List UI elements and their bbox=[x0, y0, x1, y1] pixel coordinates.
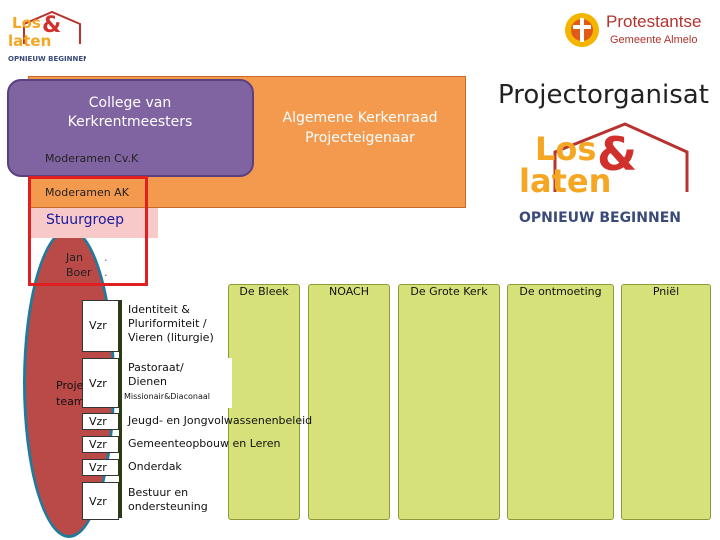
jan-dots-decoration: .. bbox=[104, 251, 108, 279]
college-label: College van Kerkrentmeesters bbox=[67, 95, 193, 130]
logo-big-line2: laten bbox=[519, 162, 611, 200]
vzr-box: Vzr bbox=[82, 436, 119, 453]
vzr-box: Vzr bbox=[82, 300, 119, 352]
project-team-line2: team bbox=[56, 395, 85, 408]
page-title: Projectorganisat bbox=[498, 80, 709, 110]
column-header: De Bleek bbox=[239, 285, 289, 298]
los-laten-logo-large: Los & laten OPNIEUW BEGINNEN bbox=[505, 112, 720, 230]
moderamen-ak-label: Moderamen AK bbox=[45, 186, 129, 199]
stuurgroep-label: Stuurgroep bbox=[46, 212, 125, 228]
column-header: De Grote Kerk bbox=[410, 285, 488, 298]
logo-small-line2: laten bbox=[8, 32, 51, 50]
akr-line2: Projecteigenaar bbox=[305, 130, 415, 146]
pkn-sub: Gemeente Almelo bbox=[610, 34, 698, 46]
pkn-emblem-icon bbox=[565, 13, 599, 47]
stuurgroep-band bbox=[28, 208, 158, 238]
row-label-box: Jeugd- en Jongvolwassenenbeleid bbox=[122, 413, 322, 430]
column-header: Pniël bbox=[652, 285, 680, 298]
vzr-label: Vzr bbox=[89, 319, 107, 332]
row-label-box: Identiteit & Pluriformiteit / Vieren (li… bbox=[122, 300, 220, 352]
row-label-line: Pastoraat/ bbox=[128, 361, 184, 374]
jan-boer-label: Jan Boer bbox=[66, 250, 92, 280]
row-label-line: Pluriformiteit / bbox=[128, 317, 207, 330]
row-label: Identiteit & Pluriformiteit / Vieren (li… bbox=[128, 303, 214, 345]
logo-big-line1: Los bbox=[535, 130, 596, 168]
logo-small-tagline: OPNIEUW BEGINNEN bbox=[8, 55, 86, 63]
row-label-line: Bestuur en bbox=[128, 486, 189, 499]
vzr-box: Vzr bbox=[82, 459, 119, 476]
los-laten-logo-small: Los & laten OPNIEUW BEGINNEN bbox=[4, 6, 89, 66]
pkn-name: Protestantse bbox=[606, 12, 702, 31]
row-label: Bestuur en ondersteuning bbox=[128, 486, 208, 514]
column-pniel bbox=[621, 284, 711, 520]
row-label-line: Identiteit & bbox=[128, 303, 190, 316]
stuurgroep-highlight bbox=[28, 176, 148, 286]
college-kerkrentmeesters-box bbox=[7, 79, 254, 177]
jan-line1: Jan bbox=[66, 251, 83, 264]
column-de-ontmoeting bbox=[507, 284, 614, 520]
vzr-box: Vzr bbox=[82, 413, 119, 430]
vzr-label: Vzr bbox=[89, 415, 107, 428]
row-label-box: Bestuur en ondersteuning bbox=[122, 482, 222, 520]
vzr-label: Vzr bbox=[89, 377, 107, 390]
row-label: Pastoraat/ Dienen bbox=[128, 361, 184, 389]
vzr-label: Vzr bbox=[89, 438, 107, 451]
column-de-grote-kerk bbox=[398, 284, 500, 520]
logo-big-tagline: OPNIEUW BEGINNEN bbox=[519, 210, 681, 226]
column-noach bbox=[308, 284, 390, 520]
row-label-line: Dienen bbox=[128, 375, 168, 388]
vzr-label: Vzr bbox=[89, 461, 107, 474]
vzr-box: Vzr bbox=[82, 358, 119, 408]
column-header: De ontmoeting bbox=[519, 285, 602, 298]
jan-line2: Boer bbox=[66, 266, 92, 279]
row-label-line: ondersteuning bbox=[128, 500, 208, 513]
logo-small-line1: Los bbox=[12, 14, 41, 32]
row-label: Gemeenteopbouw en Leren bbox=[128, 437, 281, 450]
row-label: Onderdak bbox=[128, 460, 182, 473]
row-label-box: Gemeenteopbouw en Leren bbox=[122, 436, 302, 453]
row-label-box: Onderdak bbox=[122, 459, 222, 476]
row-label-line: Vieren (liturgie) bbox=[128, 331, 214, 344]
vzr-box: Vzr bbox=[82, 482, 119, 520]
row-sub-label: Missionair&Diaconaal bbox=[124, 392, 210, 401]
pkn-logo: Protestantse Gemeente Almelo bbox=[562, 8, 720, 58]
moderamen-cvk-label: Moderamen Cv.K bbox=[45, 152, 139, 165]
vzr-label: Vzr bbox=[89, 495, 107, 508]
column-de-bleek bbox=[228, 284, 300, 520]
akr-line1: Algemene Kerkenraad bbox=[282, 110, 438, 126]
svg-text:&: & bbox=[42, 13, 61, 38]
svg-text:&: & bbox=[597, 127, 637, 181]
row-label-box: Pastoraat/ Dienen Missionair&Diaconaal bbox=[122, 358, 232, 408]
row-label: Jeugd- en Jongvolwassenenbeleid bbox=[128, 414, 313, 427]
row-separator bbox=[119, 300, 122, 518]
column-header: NOACH bbox=[329, 285, 369, 298]
akr-label: Algemene Kerkenraad Projecteigenaar bbox=[262, 108, 458, 148]
